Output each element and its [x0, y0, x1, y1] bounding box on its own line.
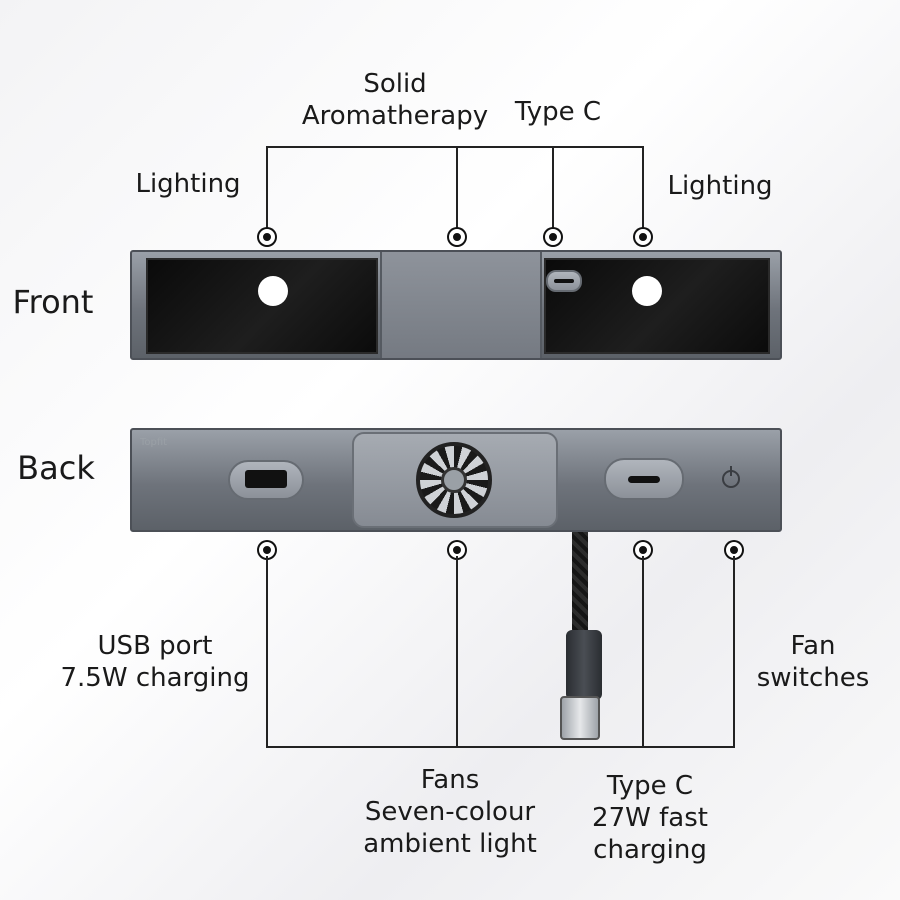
label-front: Front	[12, 283, 94, 321]
power-icon-stem	[730, 466, 732, 476]
aromatherapy-compartment	[380, 252, 542, 358]
back-typec-slot	[628, 476, 660, 483]
top-line-aroma	[456, 146, 458, 236]
label-usb-line2: 7.5W charging	[60, 663, 250, 693]
label-top-lighting-right: Lighting	[667, 171, 773, 201]
label-fanswitch-line2: switches	[756, 663, 870, 693]
bottom-line-fan-switch	[733, 556, 735, 748]
label-top-typec: Type C	[514, 97, 602, 127]
label-usb-port: USB port 7.5W charging	[50, 630, 260, 694]
top-line-lighting-right	[642, 146, 644, 236]
lighting-led-icon	[632, 276, 662, 306]
label-typec-fast: Type C 27W fast charging	[570, 770, 730, 866]
label-fans-line2: Seven-colour	[364, 797, 536, 827]
label-typec-line3: charging	[593, 835, 707, 865]
bottom-line-typec	[642, 556, 644, 748]
marker-dot	[259, 229, 275, 245]
marker-dot	[449, 229, 465, 245]
label-top-lighting-left: Lighting	[135, 169, 241, 199]
label-fanswitch-line1: Fan	[790, 631, 836, 661]
label-usb-line1: USB port	[97, 631, 213, 661]
lighting-led-icon	[258, 276, 288, 306]
label-aroma-line1: Solid	[363, 69, 427, 99]
label-fans-line3: ambient light	[363, 829, 537, 859]
front-panel-left	[146, 258, 378, 354]
charging-cable	[572, 532, 588, 640]
bottom-bracket-horizontal	[266, 746, 735, 748]
top-bracket-horizontal	[267, 146, 643, 148]
top-line-typec	[552, 146, 554, 236]
label-fans: Fans Seven-colour ambient light	[340, 764, 560, 860]
typec-connector-tip	[560, 696, 600, 740]
label-fans-line1: Fans	[420, 765, 480, 795]
bottom-line-usb	[266, 556, 268, 748]
top-line-lighting-left	[266, 146, 268, 236]
bottom-line-fans	[456, 556, 458, 748]
label-aroma-line2: Aromatherapy	[301, 101, 489, 131]
label-solid-aromatherapy: Solid Aromatherapy	[290, 68, 500, 132]
label-typec-line2: 27W fast	[592, 803, 708, 833]
label-typec-line1: Type C	[606, 771, 694, 801]
usb-slot	[245, 470, 287, 488]
brand-mark: Topfit	[140, 437, 168, 448]
cable-plug-body	[566, 630, 602, 700]
marker-dot	[545, 229, 561, 245]
marker-dot	[635, 229, 651, 245]
label-fan-switches: Fan switches	[748, 630, 878, 694]
front-panel-right	[544, 258, 770, 354]
front-typec-slot	[554, 279, 574, 283]
fan-hub	[441, 467, 467, 493]
label-back: Back	[17, 449, 95, 487]
